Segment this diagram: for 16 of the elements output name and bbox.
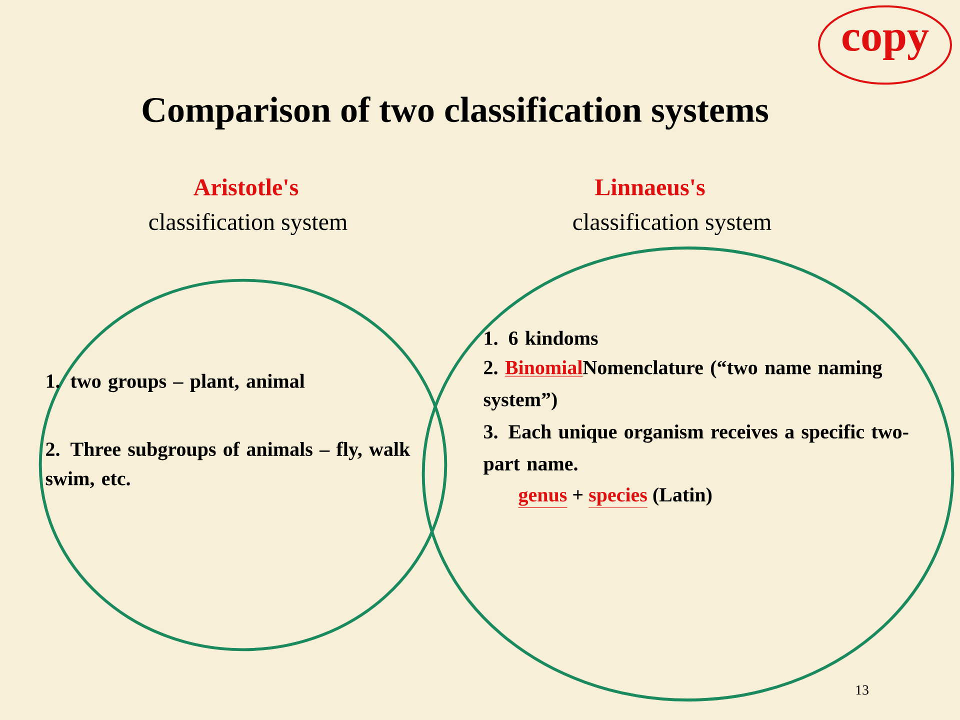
heading: Linnaeus's <box>595 178 705 196</box>
list-item: 3. Each unique organism receives a specific two-part name. <box>484 424 908 475</box>
node-label: + <box>573 490 583 500</box>
page-number: 13 <box>856 685 868 695</box>
title: Comparison of two classification systems <box>142 96 768 130</box>
node-label: genus <box>518 491 567 506</box>
stamp: copy <box>818 5 952 85</box>
list-item: genus + species (Latin) <box>518 488 712 508</box>
heading: Aristotle's <box>194 178 298 196</box>
list-item: 2. Three subgroups of animals – fly, walk swim, etc. <box>46 442 410 488</box>
node-label: species <box>589 488 647 506</box>
list-item: 1. two groups – plant, animal <box>46 374 305 392</box>
heading: classification system <box>149 212 348 236</box>
list-item: 2. BinomialNomenclature (“two name naming system”) <box>484 360 882 410</box>
list-item: 1. 6 kindoms <box>484 330 598 346</box>
node-label: (Latin) <box>653 488 712 506</box>
